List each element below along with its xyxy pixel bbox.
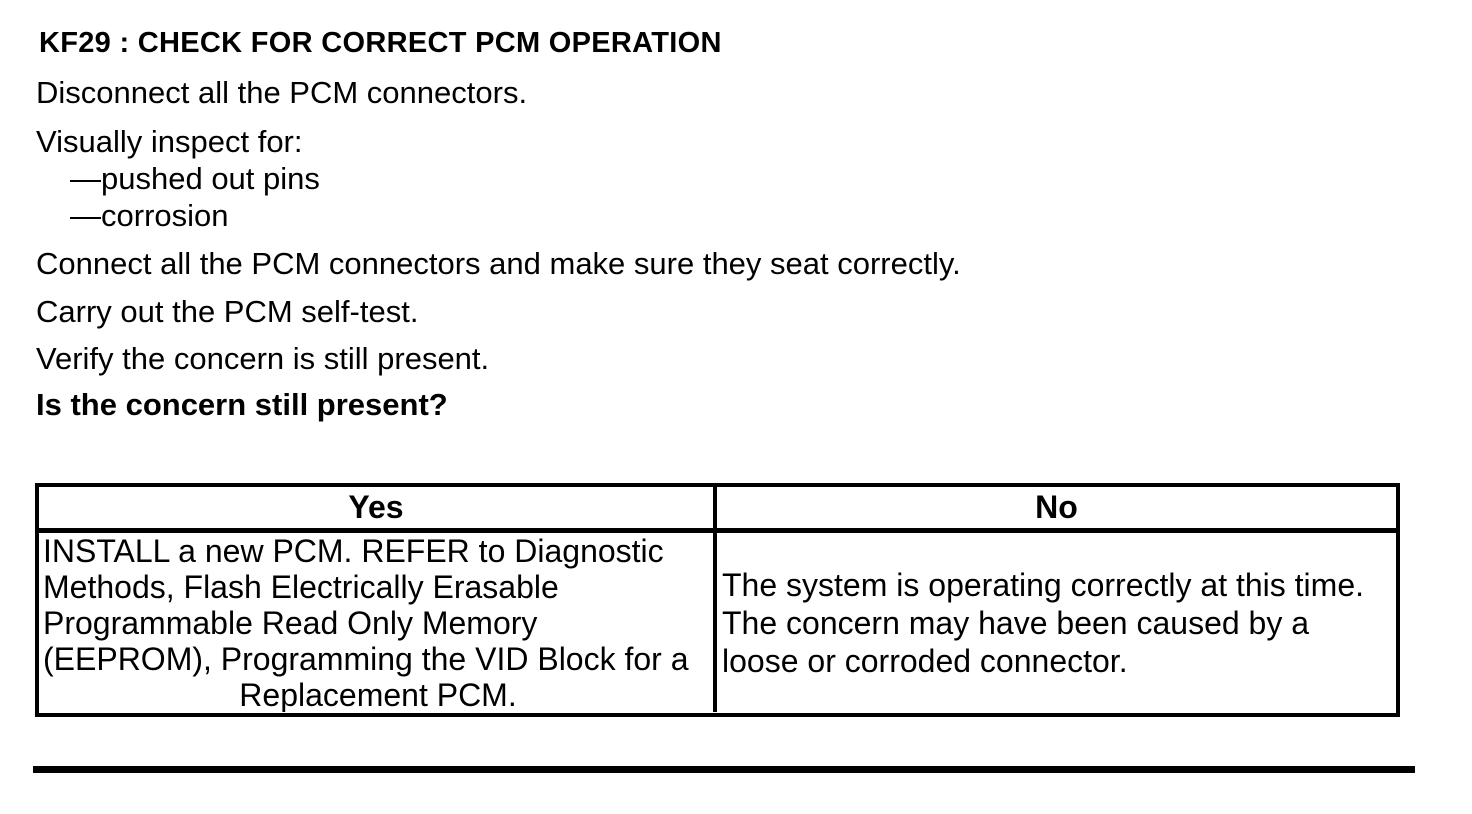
- yes-action-line: (EEPROM), Programming the VID Block for …: [43, 641, 689, 677]
- decision-table-header-row: Yes No: [39, 487, 1396, 533]
- step-self-test: Carry out the PCM self-test.: [36, 294, 419, 329]
- decision-question: Is the concern still present?: [36, 387, 448, 422]
- no-column-header: No: [1035, 489, 1078, 525]
- yes-action-line: Methods, Flash Electrically Erasable: [43, 569, 559, 605]
- step-verify-concern: Verify the concern is still present.: [36, 341, 490, 376]
- yes-action-line: INSTALL a new PCM. REFER to Diagnostic: [43, 533, 664, 569]
- decision-table: Yes No INSTALL a new PCM. REFER to Diagn…: [35, 483, 1400, 717]
- horizontal-rule: [33, 766, 1415, 773]
- no-action-line: The concern may have been caused by a: [722, 604, 1310, 641]
- decision-table-body-row: INSTALL a new PCM. REFER to Diagnostic M…: [39, 533, 1396, 712]
- yes-column-header: Yes: [39, 487, 717, 528]
- page-title: KF29 : CHECK FOR CORRECT PCM OPERATION: [39, 27, 722, 59]
- inspect-item-pushed-pins: —pushed out pins: [70, 161, 320, 196]
- yes-action-line: Replacement PCM.: [239, 677, 517, 712]
- yes-action-line: Programmable Read Only Memory: [43, 605, 538, 641]
- no-action-cell: The system is operating correctly at thi…: [717, 533, 1396, 712]
- step-connect-connectors: Connect all the PCM connectors and make …: [36, 246, 961, 281]
- no-action-line: loose or corroded connector.: [722, 642, 1128, 679]
- step-disconnect-connectors: Disconnect all the PCM connectors.: [36, 75, 528, 110]
- yes-action-cell: INSTALL a new PCM. REFER to Diagnostic M…: [39, 533, 717, 712]
- inspect-intro-text: Visually inspect for:: [36, 124, 303, 159]
- no-action-line: The system is operating correctly at thi…: [722, 566, 1364, 603]
- inspect-item-corrosion: —corrosion: [70, 198, 229, 233]
- step-visual-inspection: Visually inspect for: —pushed out pins —…: [36, 123, 320, 234]
